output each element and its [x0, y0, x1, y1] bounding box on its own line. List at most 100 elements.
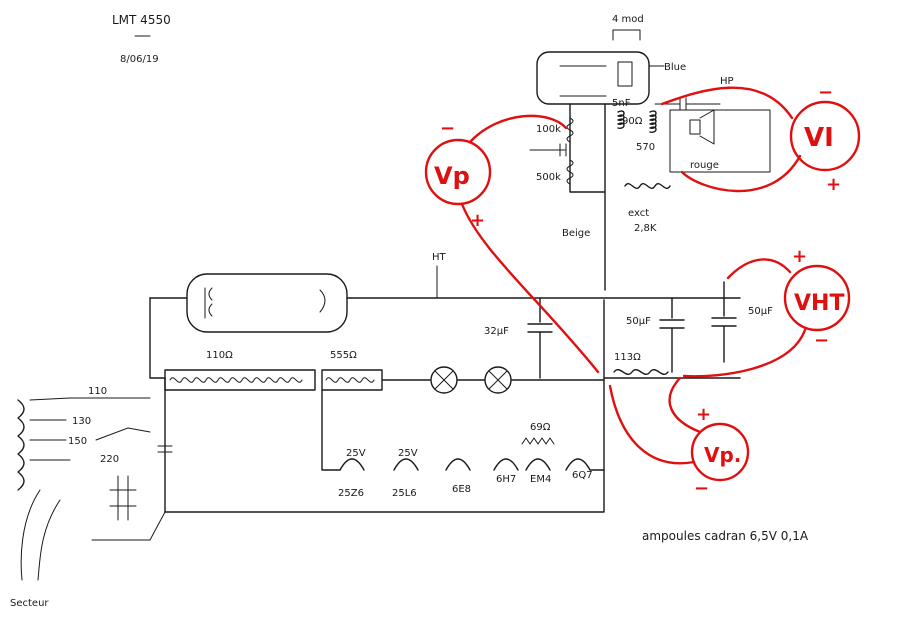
capacitor-50uf-a: [659, 297, 685, 373]
meter-vht-label: VHT: [794, 291, 844, 316]
vp2-lead-neg: [608, 384, 696, 465]
dial-lamp-1-cross: [434, 370, 454, 390]
meter-vi-pos: +: [826, 174, 841, 195]
tube-6e8: 6E8: [452, 484, 471, 495]
tube-em4: EM4: [530, 474, 551, 485]
meter-vp-label: Vp: [434, 162, 470, 190]
ground-return: [164, 469, 605, 513]
label-ht: HT: [432, 252, 447, 263]
tube-6q7: 6Q7: [572, 470, 593, 481]
meter-vi-neg: −: [818, 82, 833, 103]
rectifier-tube: [186, 273, 348, 333]
model-title: LMT 4550: [112, 13, 171, 27]
switch-lead: [91, 511, 166, 541]
grid-return-wire: [569, 103, 606, 193]
label-110: 110Ω: [206, 350, 233, 361]
meter-vht-neg: −: [814, 330, 829, 351]
filament-string: [339, 458, 605, 471]
label-exct: exct: [628, 208, 649, 219]
meter-vi: [789, 100, 861, 172]
transformer-secondary: [649, 110, 657, 133]
tube-top-lead: [612, 29, 641, 41]
label-113: 113Ω: [614, 352, 641, 363]
capacitor-50uf-b: [711, 281, 737, 363]
vi-lead-pos: [680, 154, 802, 193]
transformer-primary: [617, 110, 625, 129]
resistor-110-winding: [169, 377, 303, 383]
meter-vp2-label: Vp.: [704, 443, 741, 467]
left-feed: [149, 297, 166, 379]
dial-lamp-note: ampoules cadran 6,5V 0,1A: [642, 529, 809, 543]
wire-rouge-label: rouge: [690, 160, 719, 171]
tube-anode: [617, 61, 633, 87]
tap-selector-arm: [95, 427, 151, 441]
output-tube: [536, 51, 650, 105]
meter-vp2: [690, 422, 750, 482]
label-90: 90Ω: [622, 116, 643, 127]
mains-capacitor: [157, 445, 173, 453]
label-2-8k: 2,8K: [634, 223, 657, 234]
label-50uf-a: 50µF: [626, 316, 651, 327]
tube-25z6: 25Z6: [338, 488, 364, 499]
vht-lead-pos: [726, 258, 792, 280]
choke-113: [613, 369, 669, 375]
resistor-555: [321, 369, 383, 391]
excitation-coil: [624, 183, 671, 189]
dial-lamp-2-cross: [488, 370, 508, 390]
tube-type-label: 4 mod: [612, 14, 644, 25]
meter-vp2-pos: +: [696, 404, 711, 425]
tap-110: 110: [88, 386, 107, 397]
dial-lamp-1: [430, 366, 458, 394]
filament-feed: [321, 389, 341, 471]
label-570: 570: [636, 142, 655, 153]
label-32uf: 32µF: [484, 326, 509, 337]
meter-vi-label: VI: [804, 123, 834, 153]
meter-vht: [783, 264, 851, 332]
tube-6h7: 6H7: [496, 474, 516, 485]
wire-blue-label: Blue: [664, 62, 686, 73]
meter-vht-pos: +: [792, 246, 807, 267]
meter-vp2-neg: −: [694, 478, 709, 499]
resistor-555-winding: [325, 377, 375, 383]
meter-vp-neg: −: [440, 118, 455, 139]
wire-hp-label: HP: [720, 76, 734, 87]
grid-capacitor: [529, 143, 567, 157]
vp-lead-pos: [460, 202, 600, 374]
label-50uf-b: 50µF: [748, 306, 773, 317]
meter-vp: [424, 138, 492, 206]
vp2-lead-pos: [668, 376, 702, 434]
date-label: 8/06/19: [120, 54, 159, 65]
capacitor-32uf: [527, 297, 553, 379]
vi-lead-neg: [660, 86, 794, 120]
label-5nf: 5nF: [612, 98, 631, 109]
label-secteur: Secteur: [10, 598, 49, 609]
speaker-box: [669, 109, 771, 173]
tap-wires: [29, 397, 151, 461]
label-555: 555Ω: [330, 350, 357, 361]
dial-lamp-2: [484, 366, 512, 394]
filter-frame: [603, 299, 741, 471]
power-switch: [109, 475, 137, 521]
label-500k: 500k: [536, 172, 561, 183]
tap-220: 220: [100, 454, 119, 465]
resistor-69: [521, 437, 555, 445]
speaker-icon: [689, 109, 715, 145]
tube-25l6: 25L6: [392, 488, 417, 499]
resistor-100k: [566, 117, 574, 143]
tap-130: 130: [72, 416, 91, 427]
label-69: 69Ω: [530, 422, 551, 433]
hp-capacitor: [654, 97, 721, 111]
tap-150: 150: [68, 436, 87, 447]
rectifier-electrodes: [204, 287, 326, 319]
label-25v-b: 25V: [398, 448, 418, 459]
wire-beige-label: Beige: [562, 228, 590, 239]
label-25v-a: 25V: [346, 448, 366, 459]
vp-lead-neg: [468, 114, 568, 144]
label-100k: 100k: [536, 124, 561, 135]
mains-cord: [20, 489, 61, 581]
autotransformer-coil: [17, 399, 25, 491]
resistor-500k: [566, 159, 574, 185]
meter-vp-pos: +: [470, 210, 485, 231]
vht-lead-neg: [682, 328, 807, 378]
